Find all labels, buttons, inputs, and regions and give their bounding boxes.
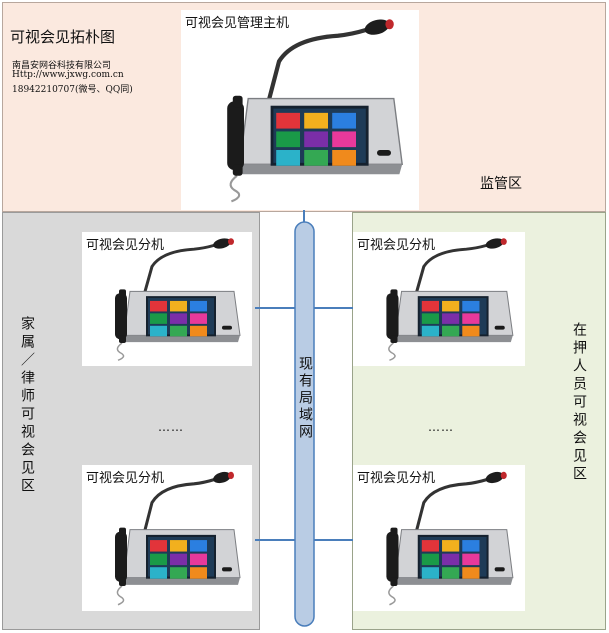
company-url: Http://www.jxwg.com.cn bbox=[12, 70, 124, 80]
detainee-zone-label: 在押人员可视会见区 bbox=[571, 322, 587, 484]
terminal-device-icon bbox=[115, 238, 241, 361]
terminal-label: 可视会见分机 bbox=[357, 238, 436, 253]
more-terminals-right: …… bbox=[428, 420, 454, 434]
diagram-title: 可视会见拓朴图 bbox=[10, 28, 116, 46]
supervision-zone-label: 监管区 bbox=[480, 176, 522, 192]
terminal-device-icon bbox=[386, 238, 514, 361]
terminal-label: 可视会见分机 bbox=[357, 471, 436, 486]
terminal-card-3: 可视会见分机 bbox=[353, 232, 525, 366]
terminal-card-1: 可视会见分机 bbox=[82, 232, 252, 366]
terminal-label: 可视会见分机 bbox=[86, 238, 165, 253]
terminal-label: 可视会见分机 bbox=[86, 471, 165, 486]
terminal-card-4: 可视会见分机 bbox=[353, 465, 525, 611]
terminal-device-icon bbox=[386, 471, 514, 606]
terminal-device-icon bbox=[115, 471, 241, 606]
terminal-card-2: 可视会见分机 bbox=[82, 465, 252, 611]
host-label: 可视会见管理主机 bbox=[185, 16, 290, 31]
more-terminals-left: …… bbox=[158, 420, 184, 434]
network-label: 现有局域网 bbox=[297, 356, 313, 441]
company-phone: 18942210707(微号、QQ同) bbox=[12, 85, 133, 95]
host-card: 可视会见管理主机 bbox=[181, 10, 419, 210]
host-device-icon bbox=[227, 19, 403, 203]
family-lawyer-zone-label: 家属／律师可视会见区 bbox=[19, 316, 35, 496]
company-name: 南昌安网谷科技有限公司 bbox=[12, 61, 112, 71]
network-bus bbox=[294, 221, 315, 627]
